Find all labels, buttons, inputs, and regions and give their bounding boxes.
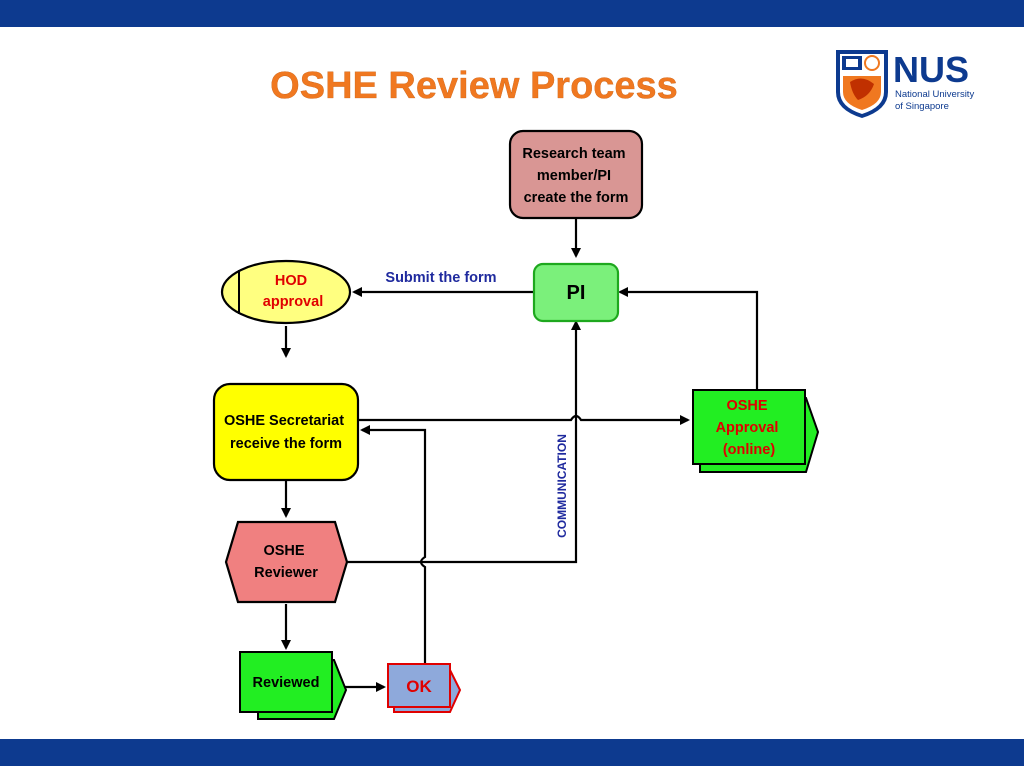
node-oshe-reviewer: OSHE Reviewer — [224, 520, 349, 604]
node-secretariat-line1: OSHE Secretariat — [224, 413, 344, 429]
svg-text:OSHE Approval (onl: OSHE Approval (online) — [716, 398, 783, 458]
node-pi: PI — [532, 262, 620, 323]
node-approval-line2: Approval — [716, 420, 779, 436]
node-reviewer-line2: Reviewer — [254, 565, 318, 581]
svg-text:OSHE Secretariat receive: OSHE Secretariat receive the form — [224, 413, 348, 452]
node-hod-line1: HOD — [275, 273, 307, 289]
node-ok: OK — [387, 663, 462, 713]
node-ok-label: OK — [406, 677, 432, 696]
nus-logo-name: NUS — [893, 49, 969, 90]
node-hod-approval: HOD approval — [220, 259, 352, 325]
node-pi-label: PI — [567, 282, 586, 304]
node-oshe-approval: OSHE Approval (online) — [692, 389, 820, 473]
top-banner — [0, 0, 1024, 27]
bottom-banner — [0, 739, 1024, 766]
node-research-team: Research team member/PI create the form — [508, 129, 644, 220]
arrow-approval-to-pi — [618, 287, 759, 390]
edge-label-communication: COMMUNICATION — [555, 434, 569, 538]
arrow-secretariat-to-approval — [358, 414, 690, 425]
edge-label-submit: Submit the form — [385, 270, 496, 286]
node-research-team-line1: Research team — [522, 146, 625, 162]
nus-logo: NUS National University of Singapore — [836, 49, 974, 118]
node-oshe-secretariat: OSHE Secretariat receive the form — [212, 382, 360, 482]
node-research-team-line3: create the form — [524, 190, 629, 206]
nus-logo-line1: National University — [895, 89, 974, 100]
svg-text:OSHE Reviewer: OSHE Reviewer — [254, 543, 318, 581]
node-secretariat-line2: receive the form — [230, 436, 342, 452]
node-approval-line3: (online) — [723, 442, 776, 458]
connectors — [281, 218, 759, 692]
node-reviewed: Reviewed — [239, 651, 348, 720]
node-research-team-line2: member/PI — [537, 168, 611, 184]
arrow-ok-to-secretariat — [360, 425, 427, 664]
nus-logo-line2: of Singapore — [895, 101, 949, 112]
nus-crest-icon — [836, 50, 888, 118]
svg-text:HOD approval: HOD approval — [263, 273, 323, 310]
node-reviewed-label: Reviewed — [253, 675, 320, 691]
page-title: OSHE Review Process — [270, 65, 678, 107]
arrow-reviewer-to-pi — [346, 320, 581, 564]
svg-text:Research team member/PI: Research team member/PI create the form — [522, 146, 629, 206]
node-hod-line2: approval — [263, 294, 323, 310]
node-approval-line1: OSHE — [726, 398, 767, 414]
node-reviewer-line1: OSHE — [263, 543, 304, 559]
